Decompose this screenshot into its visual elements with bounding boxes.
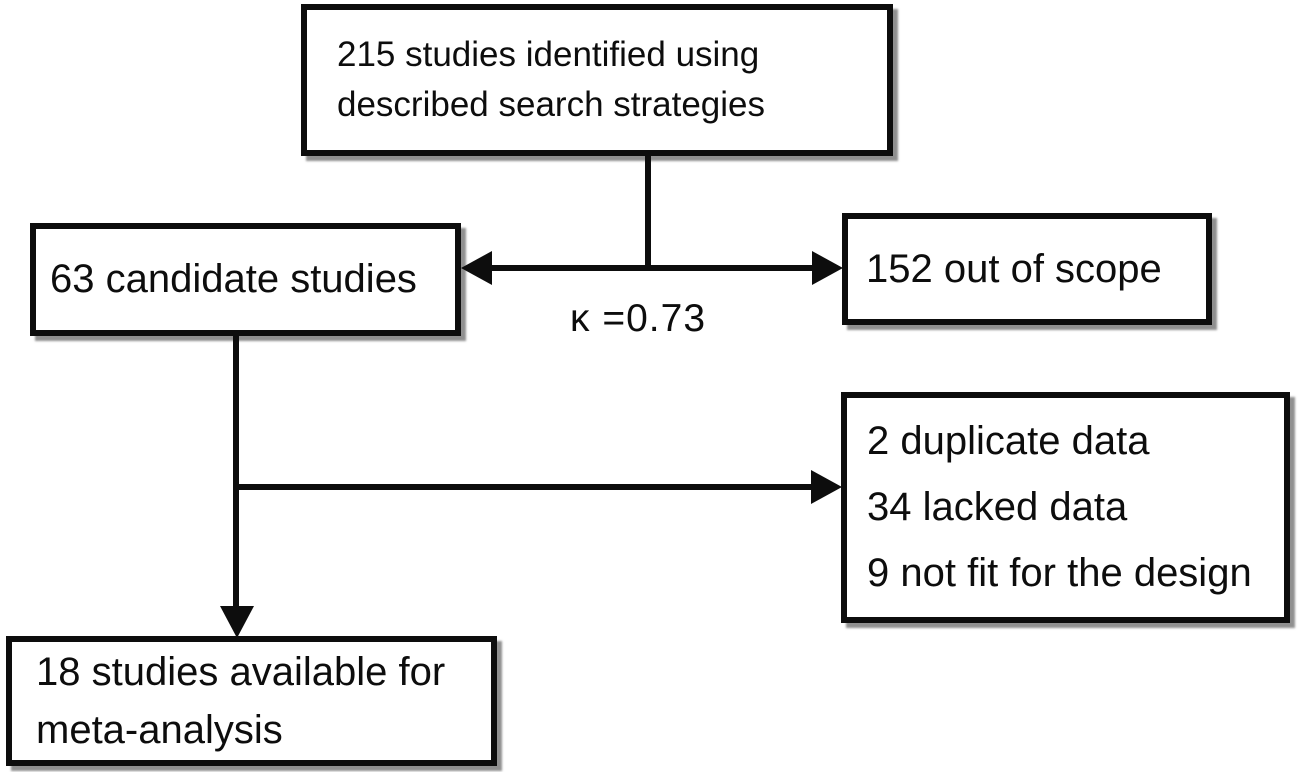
kappa-agreement-label: κ =0.73	[570, 297, 707, 340]
excluded-duplicate-line: 2 duplicate data	[867, 419, 1150, 463]
connector-branch-to-excluded	[233, 484, 811, 490]
box-studies-identified-line2: described search strategies	[337, 85, 765, 124]
arrow-left-icon	[461, 251, 492, 285]
box-candidate-studies-label: 63 candidate studies	[50, 257, 417, 301]
connector-candidate-to-meta	[233, 334, 239, 612]
box-meta-analysis: 18 studies available for meta-analysis	[6, 636, 497, 766]
box-out-of-scope: 152 out of scope	[842, 213, 1212, 325]
box-meta-analysis-line1: 18 studies available for	[36, 650, 446, 694]
box-studies-identified-line1: 215 studies identified using	[337, 35, 760, 75]
arrow-right-icon	[812, 251, 843, 285]
connector-identified-to-junction	[645, 154, 651, 268]
excluded-lacked-data-line: 34 lacked data	[867, 485, 1128, 529]
box-meta-analysis-line2: meta-analysis	[36, 708, 283, 752]
excluded-not-fit-line: 9 not fit for the design	[867, 551, 1252, 595]
arrow-down-icon	[220, 606, 254, 638]
arrow-right-icon	[811, 470, 842, 504]
box-candidate-studies: 63 candidate studies	[30, 223, 461, 336]
box-studies-identified: 215 studies identified using described s…	[301, 4, 893, 156]
connector-junction-horizontal	[487, 265, 817, 271]
box-out-of-scope-label: 152 out of scope	[866, 246, 1162, 291]
box-excluded-reasons: 2 duplicate data 34 lacked data 9 not fi…	[841, 392, 1290, 623]
